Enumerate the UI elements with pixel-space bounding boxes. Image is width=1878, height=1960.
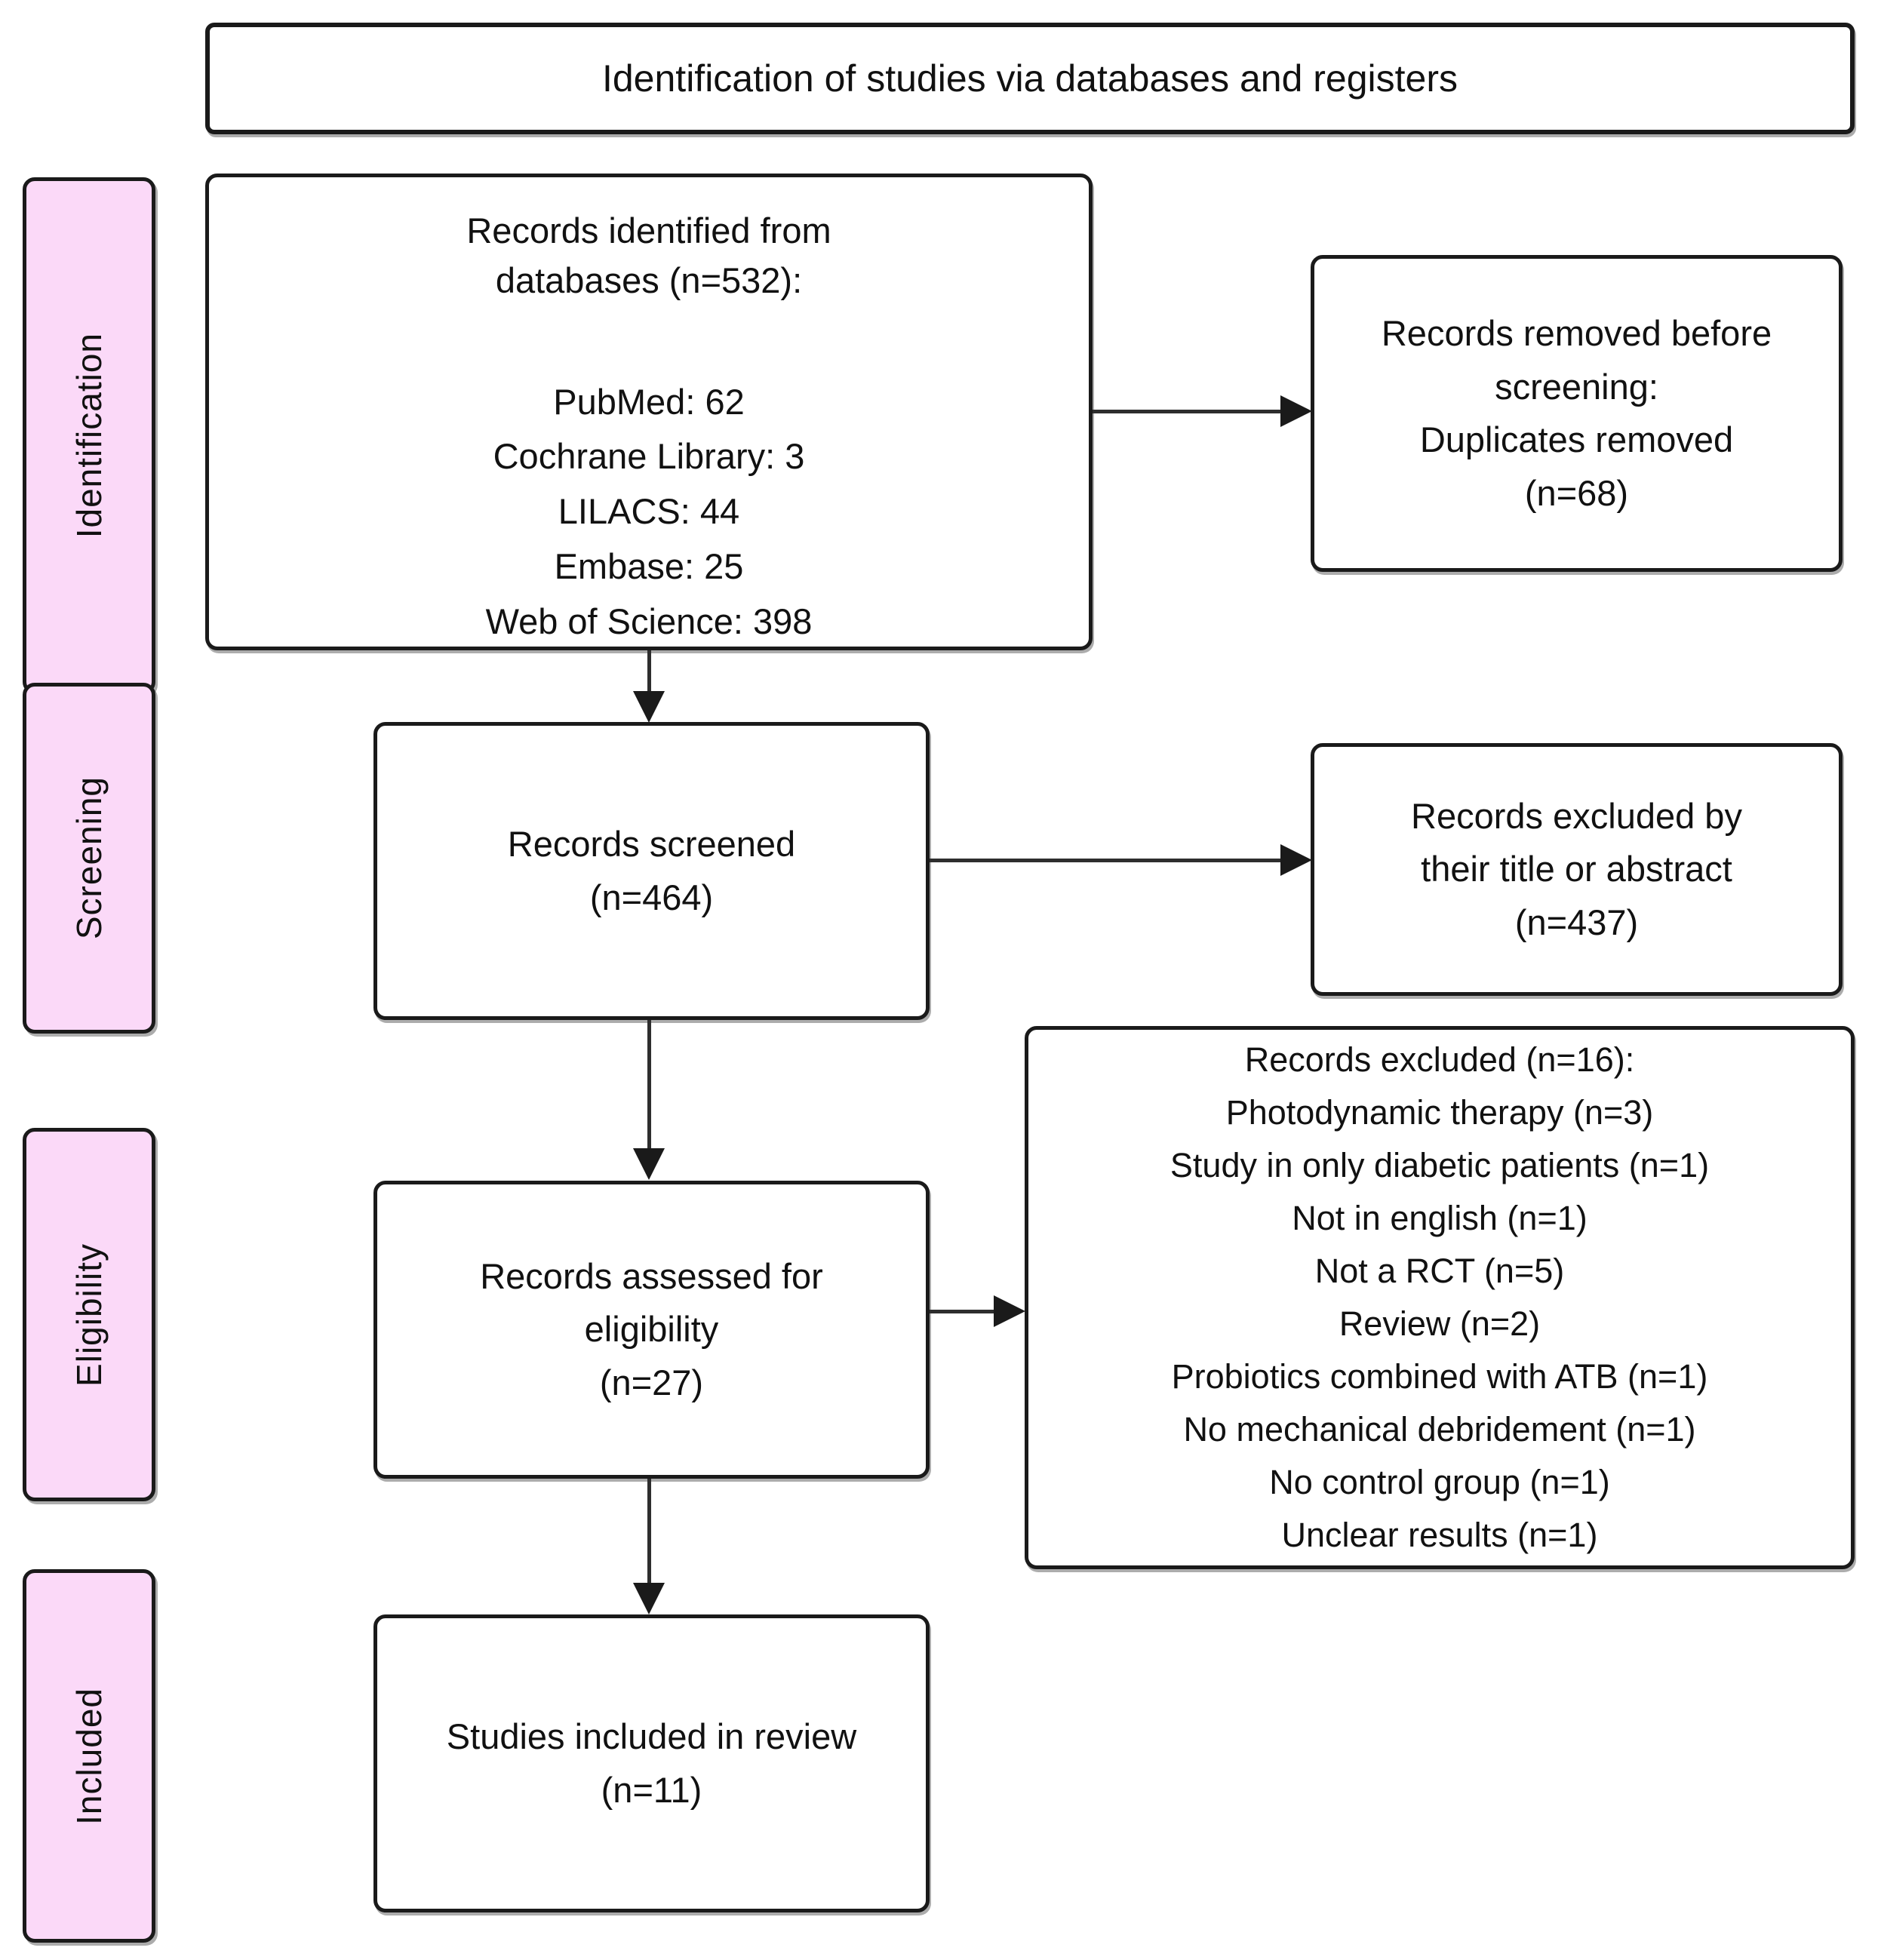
arrow-identified-to-removed-line: [1093, 410, 1281, 413]
records-identified-header: Records identified from databases (n=532…: [466, 206, 831, 306]
source-lilacs: LILACS: 44: [558, 491, 740, 532]
records-screened-line2: (n=464): [589, 877, 714, 917]
excluded-detail-diabetic: Study in only diabetic patients (n=1): [1170, 1146, 1710, 1184]
stage-label-screening-text: Screening: [69, 776, 109, 940]
source-pubmed: PubMed: 62: [553, 381, 745, 422]
records-identified-sources: PubMed: 62 Cochrane Library: 3 LILACS: 4…: [486, 375, 813, 650]
stage-label-identification-text: Identification: [69, 333, 109, 539]
arrow-screened-to-excluded-line: [930, 859, 1281, 862]
studies-included-line2: (n=11): [601, 1769, 702, 1810]
source-embase: Embase: 25: [554, 546, 744, 587]
records-assessed-line2: eligibility: [584, 1309, 719, 1350]
records-identified-header-line2: databases (n=532):: [495, 260, 803, 300]
box-records-assessed: Records assessed for eligibility (n=27): [373, 1181, 930, 1479]
records-screened-line1: Records screened: [507, 824, 796, 864]
box-studies-included: Studies included in review (n=11): [373, 1614, 930, 1912]
excluded-detail-no-control: No control group (n=1): [1269, 1463, 1610, 1501]
excluded-detail-no-debridement: No mechanical debridement (n=1): [1183, 1410, 1696, 1448]
arrow-assessed-to-excluded-detail-line: [930, 1310, 994, 1313]
excluded-detail-not-english: Not in english (n=1): [1292, 1199, 1588, 1237]
records-identified-header-line1: Records identified from: [466, 210, 831, 250]
excluded-detail-photodynamic: Photodynamic therapy (n=3): [1225, 1093, 1654, 1132]
excluded-detail-header: Records excluded (n=16):: [1244, 1040, 1635, 1079]
records-assessed-line1: Records assessed for: [480, 1255, 823, 1296]
arrow-assessed-to-included-head: [633, 1583, 665, 1614]
diagram-title-box: Identification of studies via databases …: [205, 23, 1855, 134]
stage-label-included-text: Included: [69, 1687, 109, 1825]
box-records-excluded-detailed: Records excluded (n=16): Photodynamic th…: [1025, 1026, 1855, 1569]
stage-label-identification: Identification: [23, 177, 155, 694]
diagram-title: Identification of studies via databases …: [601, 57, 1458, 100]
records-removed-line2: screening:: [1495, 366, 1658, 407]
excluded-ta-line3: (n=437): [1514, 902, 1639, 942]
excluded-detail-review: Review (n=2): [1339, 1304, 1541, 1343]
records-removed-line3: Duplicates removed: [1419, 419, 1734, 459]
records-removed-line4: (n=68): [1524, 472, 1629, 513]
box-records-identified: Records identified from databases (n=532…: [205, 174, 1093, 650]
arrow-identified-to-removed-head: [1280, 395, 1312, 427]
box-records-removed: Records removed before screening: Duplic…: [1311, 255, 1843, 572]
arrow-screened-to-excluded-head: [1280, 844, 1312, 876]
source-cochrane: Cochrane Library: 3: [493, 436, 805, 477]
box-records-excluded-title-abstract: Records excluded by their title or abstr…: [1311, 743, 1843, 996]
studies-included-line1: Studies included in review: [446, 1716, 857, 1756]
box-records-screened: Records screened (n=464): [373, 722, 930, 1020]
stage-label-eligibility-text: Eligibility: [69, 1243, 109, 1387]
excluded-detail-not-rct: Not a RCT (n=5): [1314, 1252, 1565, 1290]
excluded-detail-probiotics-atb: Probiotics combined with ATB (n=1): [1171, 1357, 1708, 1396]
arrow-screened-to-assessed-head: [633, 1148, 665, 1180]
source-web-of-science: Web of Science: 398: [485, 601, 813, 641]
stage-label-screening: Screening: [23, 683, 155, 1034]
arrow-assessed-to-included-line: [647, 1479, 651, 1584]
excluded-ta-line2: their title or abstract: [1421, 849, 1732, 889]
arrow-identified-to-screened-head: [633, 691, 665, 723]
records-removed-line1: Records removed before: [1381, 313, 1772, 353]
arrow-screened-to-assessed-line: [647, 1020, 651, 1150]
excluded-detail-unclear: Unclear results (n=1): [1281, 1516, 1598, 1554]
arrow-identified-to-screened-line: [647, 650, 651, 693]
stage-label-included: Included: [23, 1569, 155, 1943]
excluded-ta-line1: Records excluded by: [1411, 795, 1742, 836]
stage-label-eligibility: Eligibility: [23, 1128, 155, 1501]
records-assessed-line3: (n=27): [599, 1362, 704, 1402]
arrow-assessed-to-excluded-detail-head: [994, 1295, 1025, 1327]
